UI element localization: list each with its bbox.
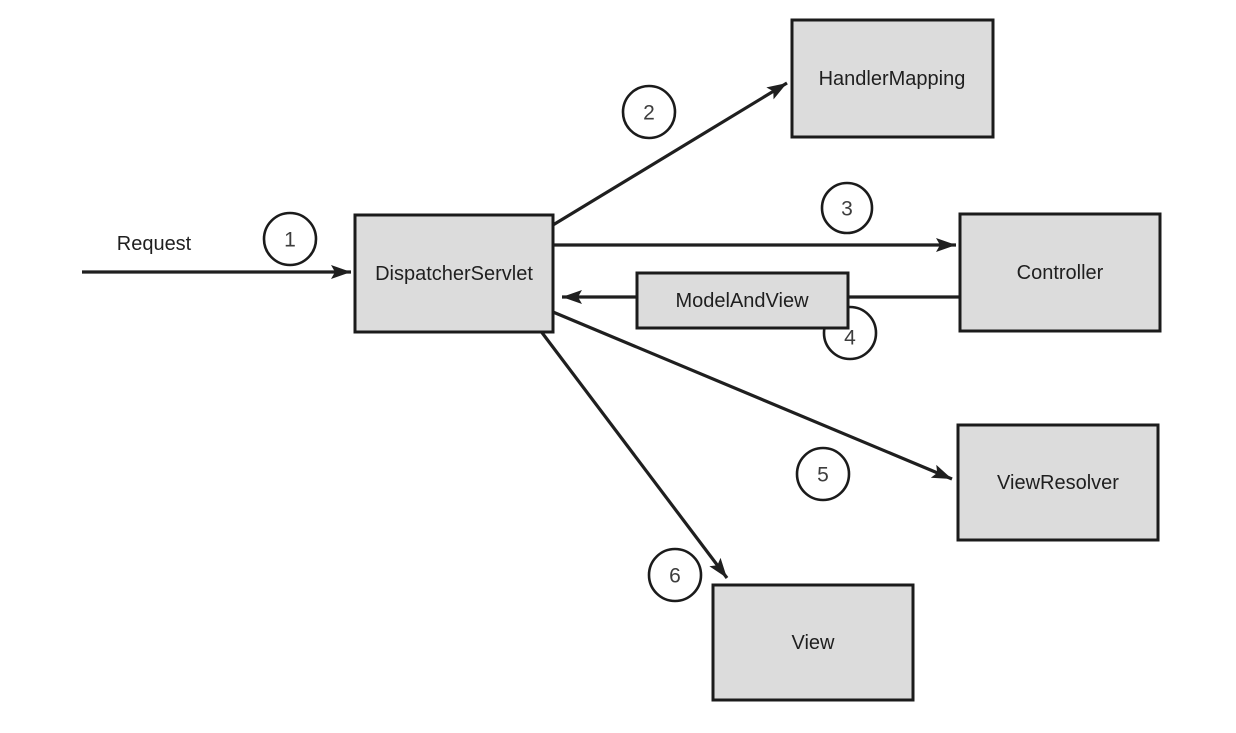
arrow-step-5-dispatcher-to-viewresolver [552,310,953,481]
node-view-resolver: ViewResolver [956,423,1160,542]
step-circle-3 [820,181,874,235]
step-circle-2 [621,84,677,140]
step-number-2: 2 [643,101,655,124]
node-handler-mapping: HandlerMapping [790,18,995,139]
step-circle-6 [647,547,703,603]
handler-mapping-label: HandlerMapping [819,68,966,90]
arrow-step-2-dispatcher-to-handlermapping [547,81,788,230]
view-resolver-box [956,423,1160,542]
step-number-6: 6 [669,564,681,587]
controller-box [958,212,1162,333]
node-dispatcher-servlet: DispatcherServlet [353,213,555,334]
model-and-view-label: ModelAndView [675,290,809,312]
request-label: Request [117,233,192,255]
step-circle-1 [262,211,318,267]
step-marker-6: 6 [647,547,703,603]
step-number-5: 5 [817,463,829,486]
step-marker-1: 1 [262,211,318,267]
handler-mapping-box [790,18,995,139]
dispatcher-servlet-label: DispatcherServlet [375,263,533,285]
step-number-1: 1 [284,228,296,251]
arrow-step-6-dispatcher-to-view [538,329,729,579]
node-model-and-view: ModelAndView [635,271,850,330]
view-label: View [792,632,836,654]
step-number-3: 3 [841,197,853,220]
model-and-view-box [635,271,850,330]
step-number-4: 4 [844,326,856,349]
step-marker-5: 5 [795,446,851,502]
step-circle-5 [795,446,851,502]
step-marker-2: 2 [621,84,677,140]
node-view: View [711,583,915,702]
controller-label: Controller [1017,262,1104,284]
node-controller: Controller [958,212,1162,333]
dispatcher-servlet-box [353,213,555,334]
view-box [711,583,915,702]
view-resolver-label: ViewResolver [997,472,1119,494]
step-marker-3: 3 [820,181,874,235]
